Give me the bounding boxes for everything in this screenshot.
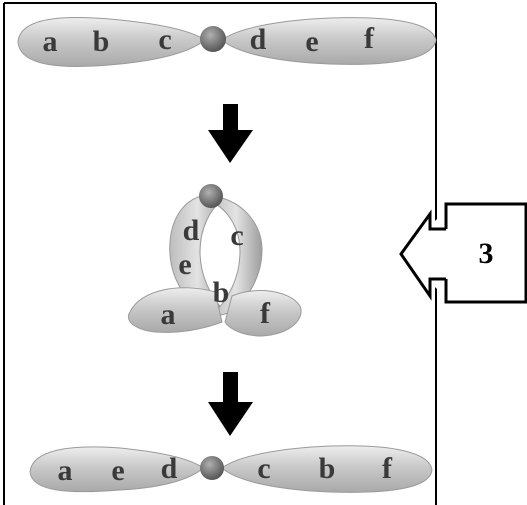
bottom-right-arm [221, 445, 433, 493]
down-arrow-1 [208, 104, 253, 163]
bottom-centromere [200, 456, 224, 480]
top-gene-d: d [250, 23, 267, 56]
top-gene-f: f [364, 22, 375, 55]
bottom-gene-a: a [58, 454, 73, 487]
bottom-gene-e: e [111, 454, 124, 487]
callout-box [444, 202, 527, 304]
top-right-arm [221, 17, 437, 65]
loop-gene-d: d [183, 214, 200, 247]
loop-gene-c: c [230, 219, 243, 252]
top-centromere [200, 26, 226, 52]
top-gene-c: c [158, 23, 171, 56]
bottom-gene-c: c [257, 452, 270, 485]
bottom-gene-b: b [319, 452, 336, 485]
callout-number: 3 [479, 237, 494, 270]
loop-lower-left-arm [127, 287, 223, 333]
loop-gene-e: e [178, 248, 191, 281]
down-arrow-2 [208, 372, 253, 436]
loop-gene-b: b [213, 276, 230, 309]
loop-lower-right-arm [224, 290, 302, 337]
chromosome-top: a b c d e f [17, 17, 437, 67]
bottom-gene-f: f [382, 452, 393, 485]
loop-gene-a: a [161, 298, 176, 331]
callout-pointer [399, 209, 446, 301]
chromosome-bottom: a e d c b f [29, 445, 433, 493]
callout-arrow: 3 [399, 202, 527, 304]
top-gene-e: e [305, 25, 318, 58]
bottom-gene-d: d [161, 452, 178, 485]
loop-right-strand [208, 197, 263, 319]
inversion-loop: d c e b a f [127, 184, 302, 337]
loop-gene-f: f [260, 297, 271, 330]
top-gene-b: b [93, 25, 110, 58]
top-gene-a: a [43, 25, 58, 58]
loop-centromere [199, 184, 223, 208]
